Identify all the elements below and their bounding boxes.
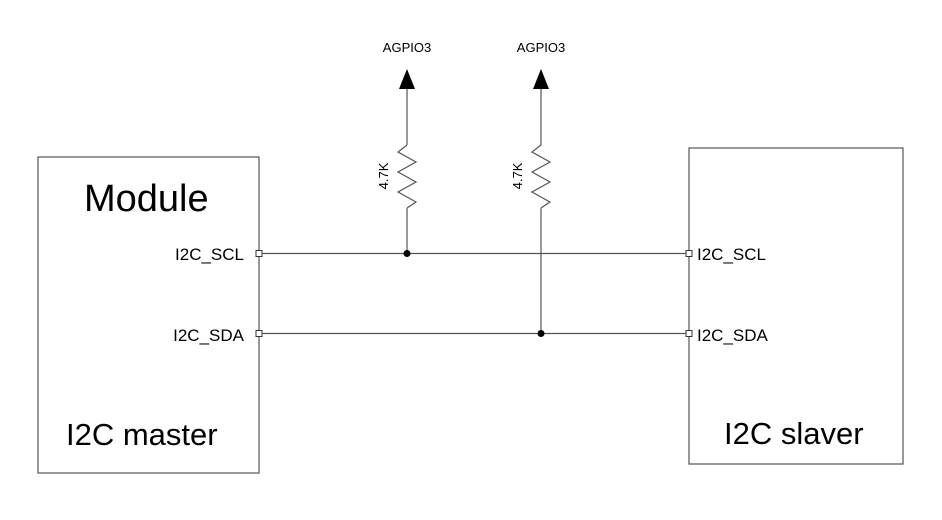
slave-device-box	[688, 147, 904, 465]
master-pin-scl-terminal	[255, 250, 263, 257]
master-role-label: I2C master	[66, 417, 218, 452]
slave-pin-scl-label: I2C_SCL	[697, 245, 766, 264]
master-pin-sda-terminal	[255, 330, 263, 337]
resistor-sda	[530, 144, 552, 209]
power-rail-label-scl: AGPIO3	[383, 40, 431, 55]
slave-pin-scl-terminal	[685, 250, 693, 257]
resistor-value-sda: 4.7K	[510, 162, 525, 189]
slave-pin-sda-label: I2C_SDA	[697, 326, 769, 345]
master-pin-scl-label: I2C_SCL	[175, 245, 244, 264]
junction-dot-sda	[537, 330, 545, 337]
resistor-scl	[396, 144, 418, 209]
slave-pin-sda-terminal	[685, 330, 693, 337]
junction-dot-scl	[403, 250, 411, 257]
resistor-value-scl: 4.7K	[376, 162, 391, 189]
slave-role-label: I2C slaver	[724, 416, 864, 451]
power-rail-arrow-sda	[533, 69, 549, 89]
master-module-box	[37, 156, 260, 474]
master-module-title: Module	[84, 178, 209, 220]
power-rail-arrow-scl	[399, 69, 415, 89]
power-rail-label-sda: AGPIO3	[517, 40, 565, 55]
master-pin-sda-label: I2C_SDA	[173, 326, 245, 345]
